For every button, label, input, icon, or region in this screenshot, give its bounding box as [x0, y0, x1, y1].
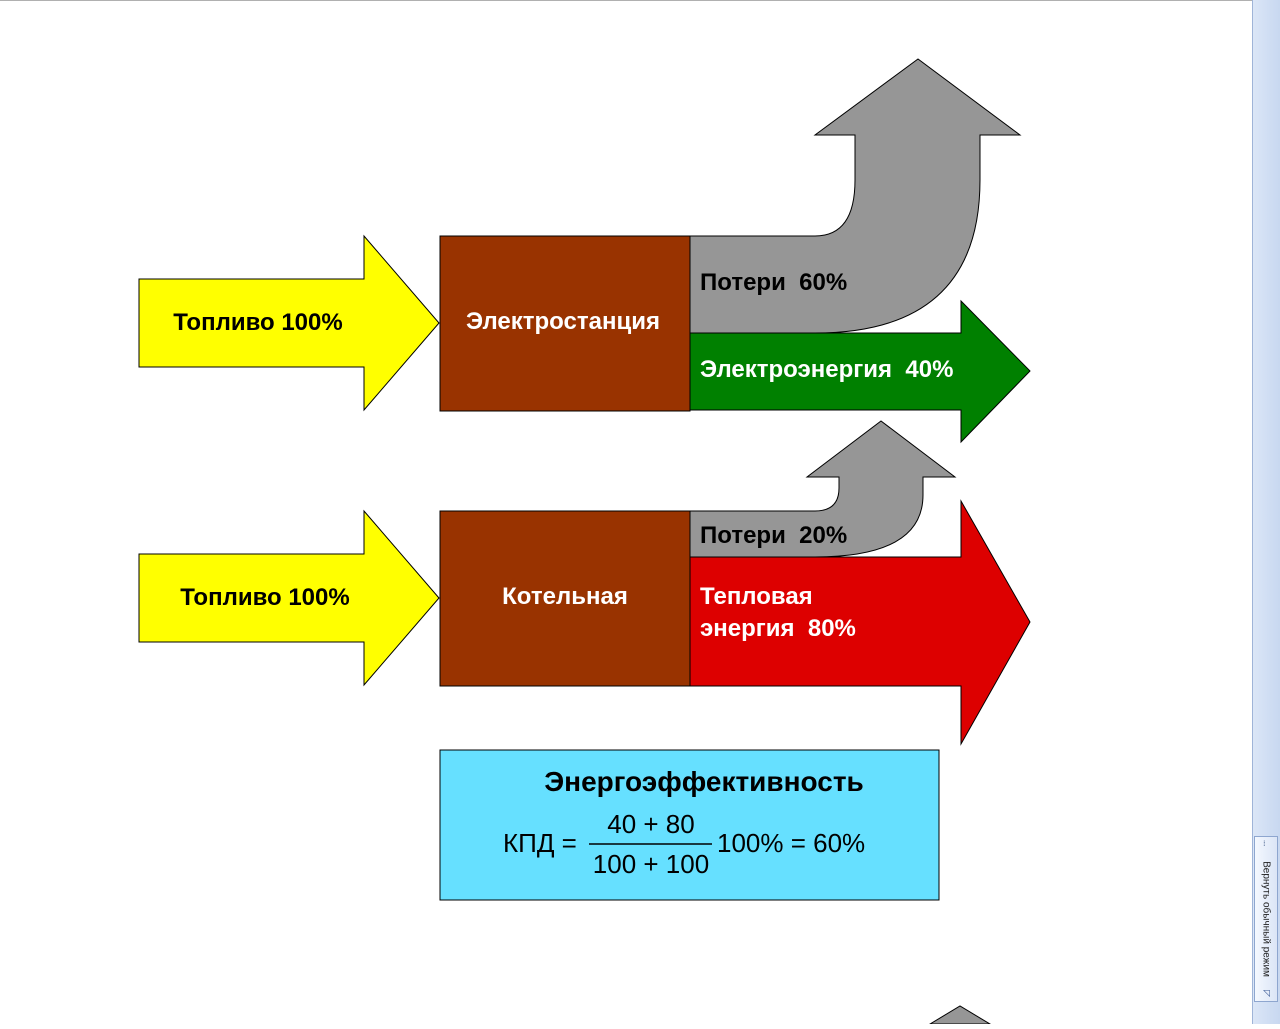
restore-normal-view-tab[interactable]: ⁞ Вернуть обычный режим ◹ [1254, 836, 1278, 1002]
formula-numerator: 40 + 80 [607, 809, 694, 839]
formula-lhs: КПД = [503, 828, 577, 858]
double-dot-grip-icon: ⁞ [1263, 839, 1266, 848]
fuel-arrow-top [138, 234, 440, 412]
power-plant-box [439, 235, 691, 412]
heat-label-line2: энергия 80% [700, 615, 856, 642]
expand-corner-icon: ◹ [1263, 989, 1270, 999]
power-plant-label: Электростанция [466, 308, 660, 335]
fuel-label-top: Топливо 100% [173, 309, 342, 336]
boiler-house-box [439, 510, 691, 687]
formula-box [439, 749, 940, 901]
electricity-label: Электроэнергия 40% [700, 356, 953, 383]
fuel-label-bottom: Топливо 100% [180, 584, 349, 611]
loss-arrow-top [689, 58, 1022, 334]
heat-label-line1: Тепловая [700, 583, 813, 610]
next-slide-arrow-peek [928, 1005, 992, 1025]
top-border [0, 0, 1252, 1]
heat-arrow [689, 499, 1031, 746]
boiler-house-label: Котельная [502, 583, 628, 610]
restore-normal-view-label: Вернуть обычный режим [1260, 861, 1272, 977]
loss-arrow-bottom [689, 420, 957, 558]
formula-title: Энергоэффективность [544, 766, 864, 797]
electricity-arrow [689, 299, 1031, 444]
loss-label-top: Потери 60% [700, 269, 847, 296]
formula-denominator: 100 + 100 [593, 849, 709, 879]
loss-label-bottom: Потери 20% [700, 522, 847, 549]
energy-flow-diagram: Топливо 100% Электростанция Потери 60% Э… [138, 58, 1031, 1025]
formula-rhs: 100% = 60% [717, 828, 865, 858]
fuel-arrow-bottom [138, 509, 440, 687]
